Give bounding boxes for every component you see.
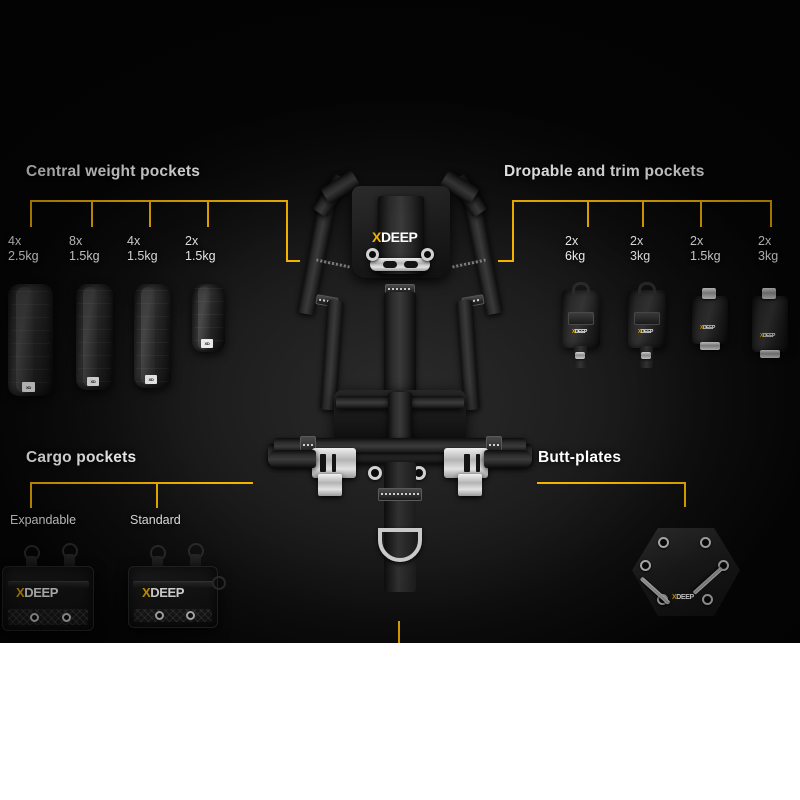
bracket-leader-trim-v bbox=[512, 200, 514, 262]
label-count: 2x bbox=[565, 234, 579, 248]
bracket-tick-central-4 bbox=[207, 200, 209, 227]
bracket-tick-cargo-1 bbox=[30, 482, 32, 508]
label-weight: 2.5kg bbox=[8, 248, 39, 263]
brand-name: DEEP bbox=[574, 329, 587, 335]
brand-tag: XD bbox=[87, 377, 99, 386]
bracket-tick-central-3 bbox=[149, 200, 151, 227]
weight-pocket-icon-1: XD bbox=[8, 284, 53, 396]
label-weight: 1.5kg bbox=[185, 248, 216, 263]
brand-name: DEEP bbox=[762, 333, 775, 339]
bracket-leader-central-h bbox=[286, 260, 300, 262]
weight-pocket-icon-3: XD bbox=[134, 284, 171, 388]
label-weight: 1.5kg bbox=[690, 248, 721, 263]
label-weight: 3kg bbox=[630, 248, 651, 263]
brand-name: DEEP bbox=[150, 585, 185, 600]
bracket-leader-bottom bbox=[398, 621, 400, 643]
bracket-tick-central-2 bbox=[91, 200, 93, 227]
label-central-3: 4x 1.5kg bbox=[127, 234, 158, 263]
label-weight: 3kg bbox=[758, 248, 779, 263]
label-weight: 1.5kg bbox=[69, 248, 100, 263]
bracket-tick-cargo-2 bbox=[156, 482, 158, 508]
bracket-tick-trim-1 bbox=[587, 200, 589, 227]
label-count: 2x bbox=[690, 234, 704, 248]
brand-name: DEEP bbox=[676, 594, 694, 601]
label-cargo-1: Expandable bbox=[10, 513, 77, 527]
label-central-2: 8x 1.5kg bbox=[69, 234, 100, 263]
bracket-tick-buttplates bbox=[684, 482, 686, 507]
brand-name: DEEP bbox=[380, 229, 418, 245]
bracket-tick-trim-4 bbox=[770, 200, 772, 227]
label-count: 8x bbox=[69, 234, 83, 248]
bracket-line-buttplates bbox=[537, 482, 686, 484]
weight-pocket-icon-4: XD bbox=[192, 284, 225, 352]
section-title-dropable-trim-pockets: Dropable and trim pockets bbox=[504, 163, 705, 180]
label-count: 2x bbox=[758, 234, 772, 248]
label-count: 2x bbox=[185, 234, 199, 248]
brand-tag: XD bbox=[201, 339, 213, 348]
bracket-leader-trim-h bbox=[498, 260, 514, 262]
brand-x: X bbox=[16, 585, 25, 600]
bracket-tick-trim-2 bbox=[642, 200, 644, 227]
brand-name: DEEP bbox=[702, 325, 715, 331]
label-trim-2: 2x 3kg bbox=[630, 234, 650, 263]
brand-x: X bbox=[142, 585, 151, 600]
weight-pocket-icon-2: XD bbox=[76, 284, 113, 390]
section-title-butt-plates: Butt-plates bbox=[538, 449, 622, 466]
bracket-line-central bbox=[30, 200, 288, 202]
label-weight: 6kg bbox=[565, 248, 586, 263]
label-count: 2x bbox=[630, 234, 644, 248]
label-trim-4: 2x 3kg bbox=[758, 234, 778, 263]
label-weight: 1.5kg bbox=[127, 248, 158, 263]
bracket-tick-trim-3 bbox=[700, 200, 702, 227]
brand-name: DEEP bbox=[24, 585, 59, 600]
section-title-central-weight-pockets: Central weight pockets bbox=[26, 163, 201, 180]
label-count: 4x bbox=[8, 234, 22, 248]
section-title-cargo-pockets: Cargo pockets bbox=[26, 449, 137, 466]
label-trim-3: 2x 1.5kg bbox=[690, 234, 721, 263]
label-cargo-2: Standard bbox=[130, 513, 181, 527]
label-central-1: 4x 2.5kg bbox=[8, 234, 39, 263]
label-central-4: 2x 1.5kg bbox=[185, 234, 216, 263]
bracket-leader-central-v bbox=[286, 200, 288, 262]
brand-tag: XD bbox=[22, 382, 35, 392]
brand-name: DEEP bbox=[640, 329, 653, 335]
label-count: 4x bbox=[127, 234, 141, 248]
bracket-tick-central-1 bbox=[30, 200, 32, 227]
bracket-line-cargo bbox=[30, 482, 253, 484]
brand-x: X bbox=[372, 229, 381, 245]
label-trim-1: 2x 6kg bbox=[565, 234, 585, 263]
brand-tag: XD bbox=[145, 375, 157, 384]
